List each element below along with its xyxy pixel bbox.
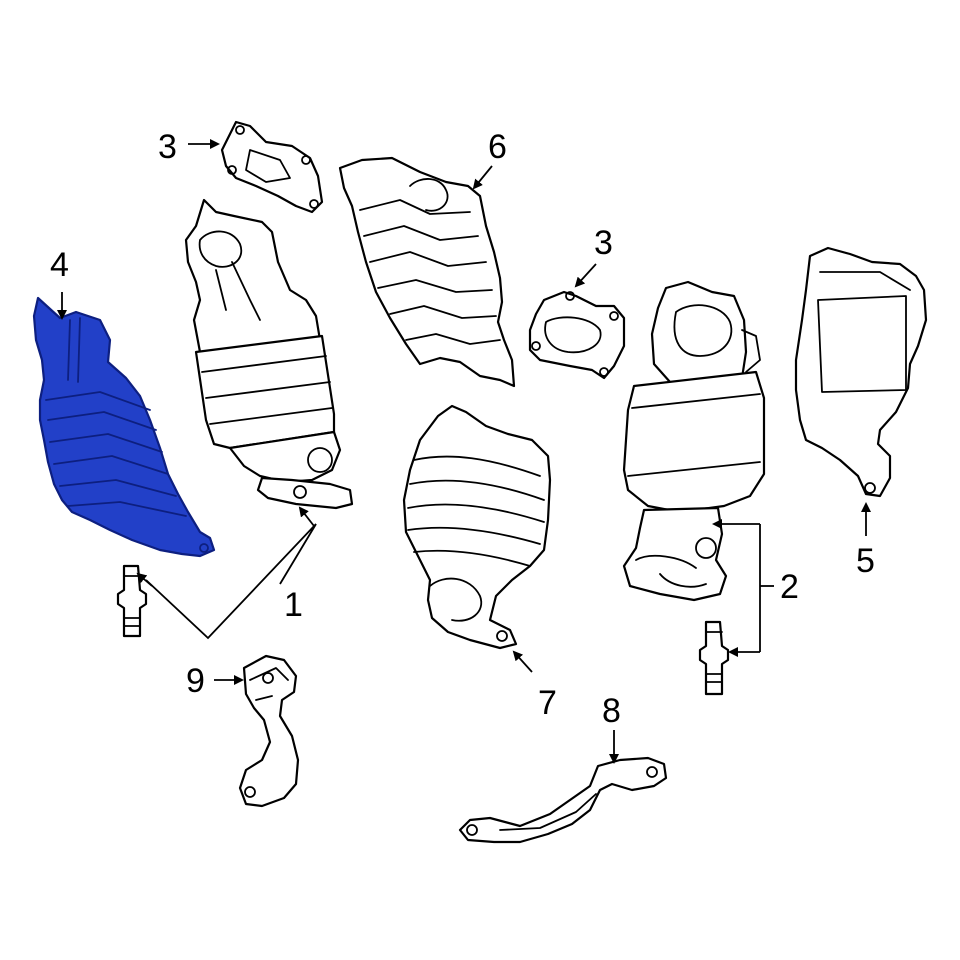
converter-1-body bbox=[194, 334, 336, 450]
bracket-8-hole bbox=[466, 824, 478, 836]
stud-right-body bbox=[698, 620, 730, 696]
gasket-3-upper-port bbox=[245, 149, 291, 183]
bracket-part-9[interactable] bbox=[238, 654, 300, 808]
converter-1-manifold bbox=[184, 198, 322, 360]
bracket-9-hole bbox=[262, 672, 274, 684]
heat-shield-4-rib bbox=[53, 455, 169, 475]
heat-shield-7-rib bbox=[413, 455, 541, 477]
bracket-8-body bbox=[458, 756, 668, 844]
converter-2-neck bbox=[741, 329, 761, 373]
heat-shield-4-channel bbox=[67, 317, 81, 383]
leader-1-arrow-b bbox=[136, 572, 153, 587]
heat-shield-6-dome bbox=[409, 178, 449, 212]
leader-1 bbox=[145, 523, 317, 640]
heat-shield-5-panel bbox=[817, 295, 907, 393]
heat-shield-part-5[interactable] bbox=[794, 246, 928, 498]
callout-8: 8 bbox=[602, 692, 621, 730]
heat-shield-part-4[interactable] bbox=[32, 296, 216, 558]
callout-labels: 1 2 3 3 4 5 6 7 8 9 bbox=[50, 128, 875, 730]
heat-shield-7-rib bbox=[407, 526, 541, 545]
converter-2-body bbox=[622, 370, 766, 514]
converter-1-o2-port bbox=[307, 447, 333, 473]
gasket-part-3-upper[interactable] bbox=[220, 120, 324, 214]
converter-1-runner bbox=[215, 261, 261, 321]
bolt-hole bbox=[531, 341, 541, 351]
stud-bolt-right[interactable] bbox=[698, 620, 730, 696]
leader-3-right bbox=[574, 263, 597, 288]
bolt-hole bbox=[565, 291, 575, 301]
catalytic-converter-part-2[interactable] bbox=[622, 280, 766, 602]
heat-shield-7-rib bbox=[413, 549, 531, 567]
heat-shield-6-rib bbox=[369, 251, 487, 267]
callout-2: 2 bbox=[780, 568, 799, 606]
heat-shield-5-body bbox=[794, 246, 928, 498]
heat-shield-4-rib bbox=[49, 433, 163, 453]
callout-3-right: 3 bbox=[594, 224, 613, 262]
heat-shield-4-rib bbox=[47, 411, 157, 431]
heat-shield-4-body bbox=[32, 296, 216, 558]
bracket-9-hole bbox=[244, 786, 256, 798]
heat-shield-7-rib bbox=[409, 479, 545, 501]
converter-2-port bbox=[673, 304, 733, 357]
bolt-hole bbox=[599, 367, 609, 377]
callout-4: 4 bbox=[50, 246, 69, 284]
heat-shield-6-rib bbox=[377, 279, 493, 293]
callout-6: 6 bbox=[488, 128, 507, 166]
converter-1-flange bbox=[256, 476, 354, 510]
heat-shield-6-rib bbox=[405, 333, 501, 345]
bolt-hole bbox=[609, 311, 619, 321]
heat-shield-6-rib bbox=[359, 199, 471, 215]
heat-shield-4-rib bbox=[45, 391, 151, 411]
leader-lines bbox=[57, 139, 871, 764]
leader-1-arrow-a bbox=[298, 506, 315, 527]
bracket-part-8[interactable] bbox=[458, 756, 668, 844]
stud-right-thread bbox=[705, 631, 723, 683]
heat-shield-7-outlet bbox=[429, 577, 483, 622]
gasket-3-right-body bbox=[528, 290, 626, 380]
leader-7 bbox=[512, 650, 533, 673]
bracket-8-hole bbox=[646, 766, 658, 778]
heat-shield-part-7[interactable] bbox=[402, 404, 552, 650]
gasket-3-upper-body bbox=[220, 120, 324, 214]
heat-shield-6-rib bbox=[389, 305, 497, 319]
bolt-hole bbox=[309, 199, 319, 209]
gasket-part-3-right[interactable] bbox=[528, 290, 626, 380]
heat-shield-6-body bbox=[338, 156, 516, 388]
bracket-9-flange bbox=[249, 667, 289, 701]
callout-9: 9 bbox=[186, 662, 205, 700]
bolt-hole bbox=[227, 165, 237, 175]
converter-1-inlet bbox=[198, 230, 243, 268]
bracket-9-body bbox=[238, 654, 300, 808]
gasket-3-right-port bbox=[544, 316, 602, 354]
heat-shield-4-rib bbox=[67, 501, 187, 517]
callout-3-upper: 3 bbox=[158, 128, 177, 166]
stud-bolt-left[interactable] bbox=[116, 564, 148, 638]
converter-2-outlet-flange bbox=[635, 554, 707, 588]
bolt-hole bbox=[235, 125, 245, 135]
flange-hole bbox=[293, 485, 307, 499]
heat-shield-4-rib bbox=[59, 479, 177, 497]
heat-shield-part-6[interactable] bbox=[338, 156, 516, 388]
heat-shield-5-mount-hole bbox=[864, 482, 876, 494]
converter-1-band bbox=[201, 355, 333, 425]
bracket-8-edge bbox=[499, 793, 597, 831]
heat-shield-7-mount-hole bbox=[496, 630, 508, 642]
catalytic-converter-part-1[interactable] bbox=[184, 198, 354, 510]
callout-5: 5 bbox=[856, 542, 875, 580]
heat-shield-7-body bbox=[402, 404, 552, 650]
callout-1: 1 bbox=[284, 586, 303, 624]
converter-2-o2-port bbox=[695, 537, 717, 559]
heat-shield-7-rib bbox=[407, 503, 545, 523]
heat-shield-5-rib bbox=[819, 271, 911, 291]
leader-6 bbox=[472, 165, 493, 190]
callout-7: 7 bbox=[538, 684, 557, 722]
heat-shield-6-rib bbox=[363, 225, 479, 241]
converter-2-band bbox=[627, 393, 761, 477]
heat-shield-4-mount-hole bbox=[199, 543, 209, 553]
converter-2-outlet bbox=[622, 506, 728, 602]
bolt-hole bbox=[301, 155, 311, 165]
